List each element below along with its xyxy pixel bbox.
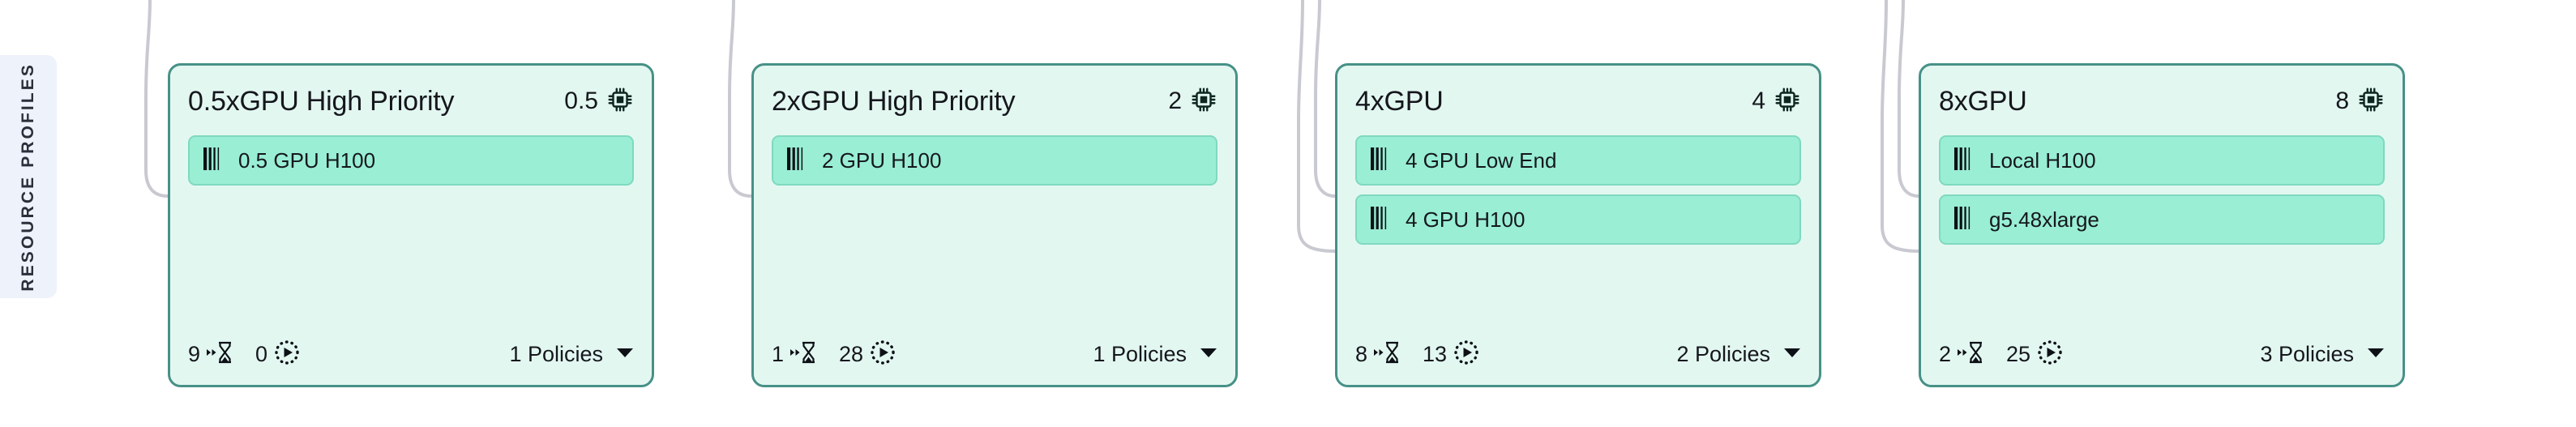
bars-icon — [203, 146, 224, 176]
running-play-dotted-circle-icon — [2037, 339, 2063, 369]
connector-path — [728, 0, 753, 198]
resource-list: 4 GPU Low End 4 GPU H100 — [1355, 135, 1801, 245]
card-header: 2xGPU High Priority 2 — [772, 80, 1217, 122]
running-count: 13 — [1423, 341, 1448, 366]
running-play-dotted-circle-icon — [870, 339, 896, 369]
policies-label: 3 Policies — [2260, 341, 2354, 366]
section-rail-resource-profiles: RESOURCE PROFILES — [0, 55, 57, 298]
chevron-down-icon — [1783, 347, 1801, 362]
connector-path — [1898, 0, 1920, 198]
card-footer: 2 — [1939, 336, 2385, 372]
policies-dropdown[interactable]: 1 Policies — [509, 341, 634, 366]
running-play-dotted-circle-icon — [1453, 339, 1479, 369]
cpu-chip-icon — [1774, 86, 1801, 117]
card-stats: 1 — [772, 339, 896, 369]
card-header: 8xGPU 8 — [1939, 80, 2385, 122]
resource-label: 2 GPU H100 — [822, 148, 942, 173]
gpu-count-group: 8 — [2335, 86, 2385, 117]
resource-list: Local H100 g5.48xlarge — [1939, 135, 2385, 245]
running-stat: 13 — [1423, 339, 1479, 369]
card-stats: 9 — [188, 339, 300, 369]
connector-path — [1881, 0, 1920, 253]
policies-dropdown[interactable]: 1 Policies — [1093, 341, 1217, 366]
chevron-down-icon — [2367, 347, 2385, 362]
running-count: 28 — [839, 341, 864, 366]
resource-profile-card[interactable]: 4xGPU 4 — [1335, 63, 1821, 387]
connector-path — [144, 0, 169, 198]
bars-icon — [1370, 146, 1391, 176]
queued-stat: 8 — [1355, 340, 1401, 369]
queued-count: 9 — [188, 341, 201, 366]
gpu-count-group: 0.5 — [564, 86, 634, 117]
card-stats: 8 — [1355, 339, 1479, 369]
running-stat: 0 — [255, 339, 300, 369]
resource-row[interactable]: 2 GPU H100 — [772, 135, 1217, 186]
chevron-down-icon — [616, 347, 634, 362]
card-footer: 8 — [1355, 336, 1801, 372]
card-title: 2xGPU High Priority — [772, 86, 1016, 117]
cpu-chip-icon — [1190, 86, 1217, 117]
card-stats: 2 — [1939, 339, 2063, 369]
resource-profile-card[interactable]: 8xGPU 8 — [1919, 63, 2405, 387]
card-title: 8xGPU — [1939, 86, 2027, 117]
chevron-down-icon — [1200, 347, 1217, 362]
queued-count: 1 — [772, 341, 785, 366]
hourglass-arrow-icon — [1374, 340, 1401, 369]
hourglass-arrow-icon — [790, 340, 818, 369]
card-title: 0.5xGPU High Priority — [188, 86, 455, 117]
card-footer: 9 — [188, 336, 634, 372]
resource-label: 4 GPU Low End — [1406, 148, 1557, 173]
connector-path — [1314, 0, 1337, 198]
resource-list: 0.5 GPU H100 — [188, 135, 634, 186]
resource-profile-card[interactable]: 2xGPU High Priority 2 — [751, 63, 1238, 387]
running-count: 25 — [2006, 341, 2031, 366]
queued-stat: 9 — [188, 340, 234, 369]
bars-icon — [1370, 205, 1391, 235]
card-title: 4xGPU — [1355, 86, 1444, 117]
bars-icon — [1953, 146, 1975, 176]
gpu-count-value: 4 — [1752, 88, 1765, 114]
resource-row[interactable]: Local H100 — [1939, 135, 2385, 186]
gpu-count-value: 8 — [2335, 88, 2349, 114]
bars-icon — [1953, 205, 1975, 235]
running-stat: 25 — [2006, 339, 2063, 369]
running-stat: 28 — [839, 339, 896, 369]
queued-count: 8 — [1355, 341, 1368, 366]
queued-stat: 2 — [1939, 340, 1985, 369]
resource-profile-card[interactable]: 0.5xGPU High Priority 0.5 — [168, 63, 654, 387]
bars-icon — [786, 146, 807, 176]
running-play-dotted-circle-icon — [274, 339, 300, 369]
hourglass-arrow-icon — [207, 340, 234, 369]
gpu-count-value: 0.5 — [564, 88, 598, 114]
card-footer: 1 — [772, 336, 1217, 372]
policies-label: 2 Policies — [1676, 341, 1770, 366]
card-header: 0.5xGPU High Priority 0.5 — [188, 80, 634, 122]
resource-label: g5.48xlarge — [1989, 207, 2099, 232]
running-count: 0 — [255, 341, 268, 366]
gpu-count-group: 2 — [1168, 86, 1217, 117]
resource-label: Local H100 — [1989, 148, 2096, 173]
connector-path — [1297, 0, 1337, 253]
resource-list: 2 GPU H100 — [772, 135, 1217, 186]
policies-label: 1 Policies — [1093, 341, 1187, 366]
resource-row[interactable]: g5.48xlarge — [1939, 194, 2385, 245]
queued-stat: 1 — [772, 340, 818, 369]
resource-row[interactable]: 4 GPU H100 — [1355, 194, 1801, 245]
resource-label: 4 GPU H100 — [1406, 207, 1525, 232]
section-rail-label: RESOURCE PROFILES — [19, 62, 37, 292]
cpu-chip-icon — [606, 86, 634, 117]
policies-label: 1 Policies — [509, 341, 603, 366]
resource-row[interactable]: 0.5 GPU H100 — [188, 135, 634, 186]
resource-label: 0.5 GPU H100 — [238, 148, 376, 173]
resource-row[interactable]: 4 GPU Low End — [1355, 135, 1801, 186]
queued-count: 2 — [1939, 341, 1952, 366]
cpu-chip-icon — [2357, 86, 2385, 117]
policies-dropdown[interactable]: 3 Policies — [2260, 341, 2385, 366]
policies-dropdown[interactable]: 2 Policies — [1676, 341, 1801, 366]
card-header: 4xGPU 4 — [1355, 80, 1801, 122]
hourglass-arrow-icon — [1958, 340, 1985, 369]
gpu-count-group: 4 — [1752, 86, 1801, 117]
gpu-count-value: 2 — [1168, 88, 1182, 114]
